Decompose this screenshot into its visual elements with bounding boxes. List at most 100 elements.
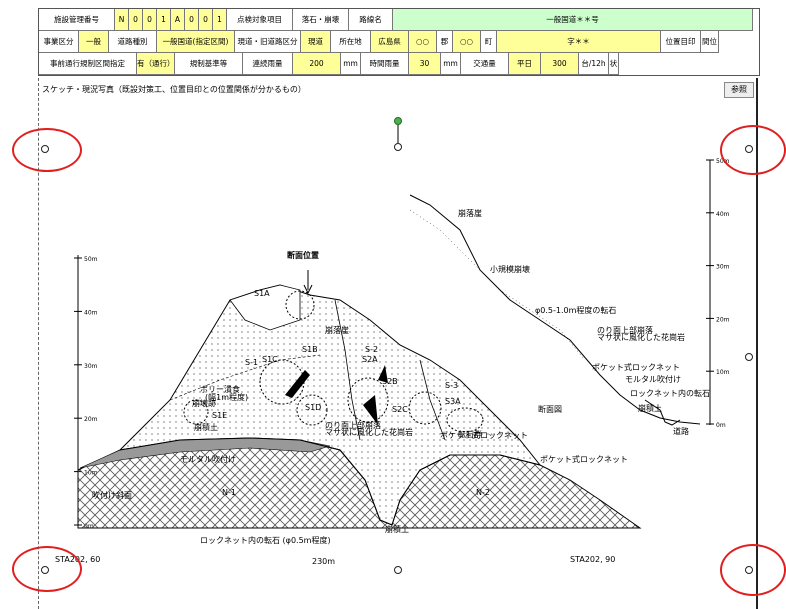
header-cell[interactable]: ○○: [409, 31, 437, 53]
scale-label: 20m: [716, 316, 730, 323]
sketch-label: 転石群: [458, 429, 482, 439]
scale-label: 40m: [716, 211, 730, 218]
header-cell[interactable]: 0: [185, 9, 199, 31]
header-cell: 事業区分: [39, 31, 79, 53]
header-cell[interactable]: 一般国道＊＊号: [393, 9, 753, 31]
sketch-label: ポケット式ロックネット: [592, 362, 680, 372]
sketch-label: S1D: [305, 403, 321, 412]
sketch-label: φ0.5-1.0m程度の転石: [535, 305, 616, 315]
header-cell: 間位: [701, 31, 719, 53]
sketch-label: S1A: [254, 289, 270, 298]
header-cell[interactable]: 有（通行）: [137, 53, 175, 75]
sketch-label: S2A: [362, 355, 378, 364]
scale-label: 40m: [84, 309, 98, 316]
header-cell[interactable]: 現道: [301, 31, 331, 53]
sketch-label: S1E: [212, 411, 227, 420]
header-row-2: 事業区分一般道路種別一般国道(指定区間)現道・旧道路区分現道所在地広島県○○郡○…: [39, 31, 759, 53]
annotation-circle-bottom-left: [12, 546, 82, 592]
sketch-caption: スケッチ・現況写真（既設対策工、位置目印との位置関係が分かるもの）: [42, 85, 306, 94]
sketch-label: 断面位置: [287, 250, 319, 260]
sketch-label: S3A: [445, 397, 461, 406]
header-cell[interactable]: 30: [409, 53, 441, 75]
sketch-label: ロックネット内の転石: [630, 388, 710, 398]
sketch-label: モルタル吹付け: [625, 374, 681, 384]
header-cell: 状: [609, 53, 619, 75]
header-cell[interactable]: 0: [129, 9, 143, 31]
scale-label: 20m: [84, 416, 98, 423]
sketch-label: 崩落崖: [325, 325, 349, 335]
header-cell: mm: [341, 53, 361, 75]
resize-handle-bottom[interactable]: [394, 566, 402, 574]
sketch-label: S-2: [365, 345, 378, 354]
header-cell[interactable]: N: [115, 9, 129, 31]
sketch-label: 崩積土: [385, 524, 409, 534]
header-cell: 道路種別: [109, 31, 157, 53]
header-cell[interactable]: 一般国道(指定区間): [157, 31, 235, 53]
header-cell[interactable]: 1: [157, 9, 171, 31]
header-cell[interactable]: 0: [143, 9, 157, 31]
header-cell: 郡: [437, 31, 453, 53]
annotation-circle-top-left: [12, 128, 82, 172]
sketch-label: ポリー潰食: [200, 384, 240, 394]
header-cell: 所在地: [331, 31, 371, 53]
header-cell[interactable]: 1: [213, 9, 227, 31]
sketch-label: モルタル吹付け: [180, 454, 236, 464]
sheet-right-border: [756, 78, 758, 609]
header-cell: 交通量: [461, 53, 509, 75]
reference-button[interactable]: 参照: [724, 82, 754, 98]
sketch-label: 崩積土: [194, 422, 218, 432]
sketch-label: 崩落崖: [458, 208, 482, 218]
scale-label: 10m: [716, 369, 730, 376]
sketch-label: のり面上部崩落マサ状に風化した花崗岩: [597, 325, 685, 342]
sketch-label: 230m: [312, 557, 335, 566]
header-cell[interactable]: 300: [541, 53, 579, 75]
annotation-circle-bottom-right: [720, 544, 786, 596]
header-cell[interactable]: 字＊＊: [497, 31, 661, 53]
sketch-label: 道路: [673, 426, 689, 436]
header-cell[interactable]: 平日: [509, 53, 541, 75]
header-cell[interactable]: A: [171, 9, 185, 31]
sketch-label: STA202, 90: [570, 555, 615, 564]
header-cell: 現道・旧道路区分: [235, 31, 301, 53]
sketch-label: ポケット式ロックネット: [540, 454, 628, 464]
sketch-label: 崩積土: [638, 403, 662, 413]
header-cell: 時間雨量: [361, 53, 409, 75]
sketch-label: 吹付け斜面: [92, 490, 132, 500]
scale-label: 0m: [716, 422, 726, 429]
header-cell: 町: [481, 31, 497, 53]
sketch-label: 断面図: [538, 404, 562, 414]
sketch-label: N-1: [222, 488, 236, 497]
header-cell: mm: [441, 53, 461, 75]
header-cell[interactable]: 0: [199, 9, 213, 31]
header-cell[interactable]: 広島県: [371, 31, 409, 53]
scale-label: 30m: [84, 363, 98, 370]
header-cell[interactable]: 200: [293, 53, 341, 75]
sketch-label: ポケット式ロックネット: [440, 430, 528, 440]
header-cell: 事前通行規制区間指定: [39, 53, 137, 75]
header-cell[interactable]: 一般: [79, 31, 109, 53]
sketch-label: S1C: [262, 355, 278, 364]
header-cell: 位置目印: [661, 31, 701, 53]
header-cell: 落石・崩壊: [293, 9, 349, 31]
sketch-label: N-2: [476, 488, 490, 497]
sketch-label: S-3: [445, 381, 458, 390]
sketch-label: のり面上部崩落マサ状に風化した花崗岩: [325, 420, 413, 437]
sketch-label: S2C: [392, 405, 408, 414]
header-cell[interactable]: ○○: [453, 31, 481, 53]
resize-handle-right[interactable]: [745, 353, 753, 361]
sketch-label: 崩壊跡: [192, 398, 216, 408]
resize-handle-top[interactable]: [394, 143, 402, 151]
section-profile: [409, 194, 701, 425]
header-cell: 施設管理番号: [39, 9, 115, 31]
sheet-left-border: [38, 78, 39, 609]
header-cell: 点検対象項目: [227, 9, 293, 31]
header-cell: 規制基準等: [175, 53, 243, 75]
annotation-circle-top-right: [720, 125, 786, 175]
sketch-label: ロックネット内の転石 (φ0.5m程度): [200, 535, 331, 545]
scale-label: 30m: [716, 264, 730, 271]
sketch-label: 小規模崩壊: [490, 264, 530, 274]
